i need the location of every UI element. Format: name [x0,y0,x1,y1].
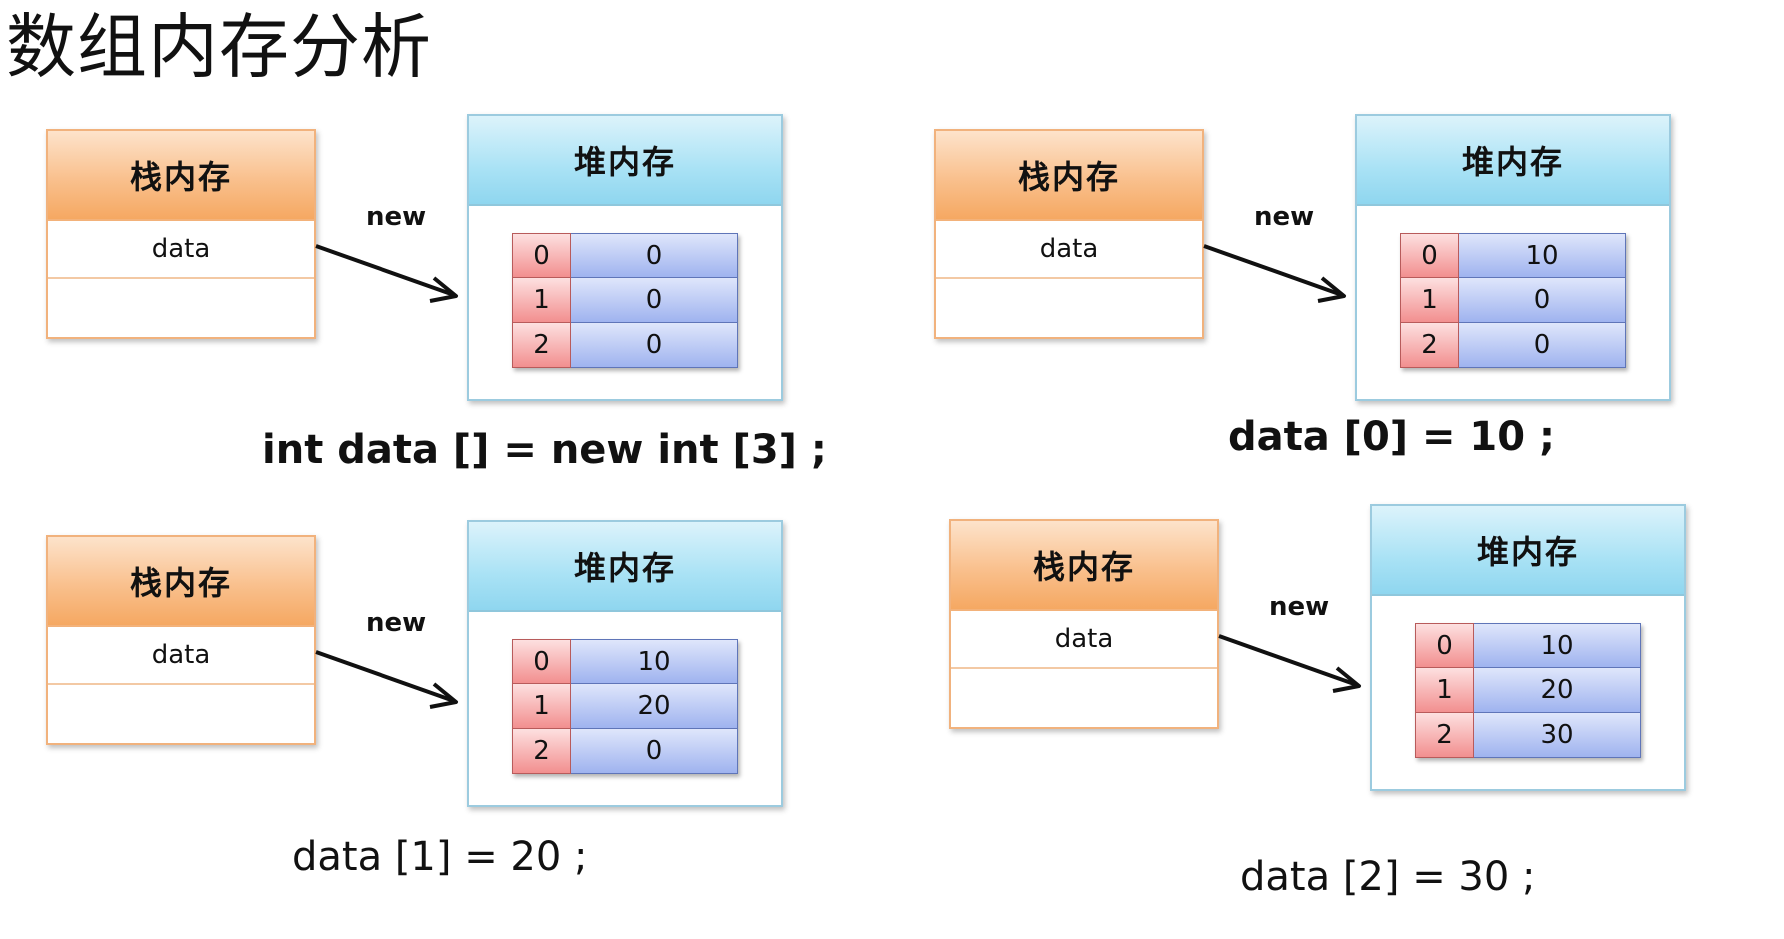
array-index-cell: 2 [512,323,571,368]
array-value-cell: 20 [571,684,738,729]
code-statement-3: data [1] = 20 ; [292,834,588,880]
heap-memory-header: 堆内存 [1372,506,1684,596]
array-value-cell: 20 [1474,668,1641,713]
stack-memory-header: 栈内存 [951,521,1217,611]
reference-arrow [1203,244,1346,303]
array-value-cell: 0 [1459,323,1626,368]
reference-arrow [1218,634,1361,693]
stack-memory-box: 栈内存 data [934,129,1204,339]
code-statement-2: data [0] = 10 ; [1228,414,1556,460]
code-statement-4: data [2] = 30 ; [1240,854,1536,900]
stack-variable-data: data [48,221,314,279]
heap-memory-header: 堆内存 [469,116,781,206]
array-value-cell: 0 [571,278,738,323]
stack-empty-slot [951,669,1217,727]
array-value-cell: 0 [571,233,738,278]
stack-empty-slot [48,685,314,743]
array-value-cell: 0 [571,729,738,774]
new-label: new [366,608,427,638]
stack-variable-data: data [48,627,314,685]
array-index-cell: 0 [1415,623,1474,668]
stack-memory-header: 栈内存 [48,537,314,627]
array-index-cell: 2 [1415,713,1474,758]
stack-memory-header: 栈内存 [48,131,314,221]
stack-memory-box: 栈内存 data [46,129,316,339]
stack-memory-header: 栈内存 [936,131,1202,221]
array-index-cell: 0 [512,233,571,278]
reference-arrow [315,650,458,709]
array-index-cell: 2 [512,729,571,774]
array-value-cell: 10 [1459,233,1626,278]
array-index-cell: 2 [1400,323,1459,368]
array-index-cell: 0 [1400,233,1459,278]
reference-arrow [315,244,458,303]
page-title: 数组内存分析 [6,6,432,88]
array-index-cell: 1 [1415,668,1474,713]
new-label: new [366,202,427,232]
code-statement-1: int data [] = new int [3] ; [262,427,827,473]
array-value-cell: 10 [571,639,738,684]
heap-memory-header: 堆内存 [1357,116,1669,206]
stack-memory-box: 栈内存 data [949,519,1219,729]
array-index-cell: 1 [512,278,571,323]
new-label: new [1254,202,1315,232]
stack-memory-box: 栈内存 data [46,535,316,745]
array-index-cell: 1 [1400,278,1459,323]
array-value-cell: 10 [1474,623,1641,668]
array-value-cell: 30 [1474,713,1641,758]
stack-variable-data: data [951,611,1217,669]
array-value-cell: 0 [1459,278,1626,323]
array-index-cell: 1 [512,684,571,729]
stack-empty-slot [936,279,1202,337]
new-label: new [1269,592,1330,622]
stack-empty-slot [48,279,314,337]
array-value-cell: 0 [571,323,738,368]
array-index-cell: 0 [512,639,571,684]
stack-variable-data: data [936,221,1202,279]
heap-memory-header: 堆内存 [469,522,781,612]
